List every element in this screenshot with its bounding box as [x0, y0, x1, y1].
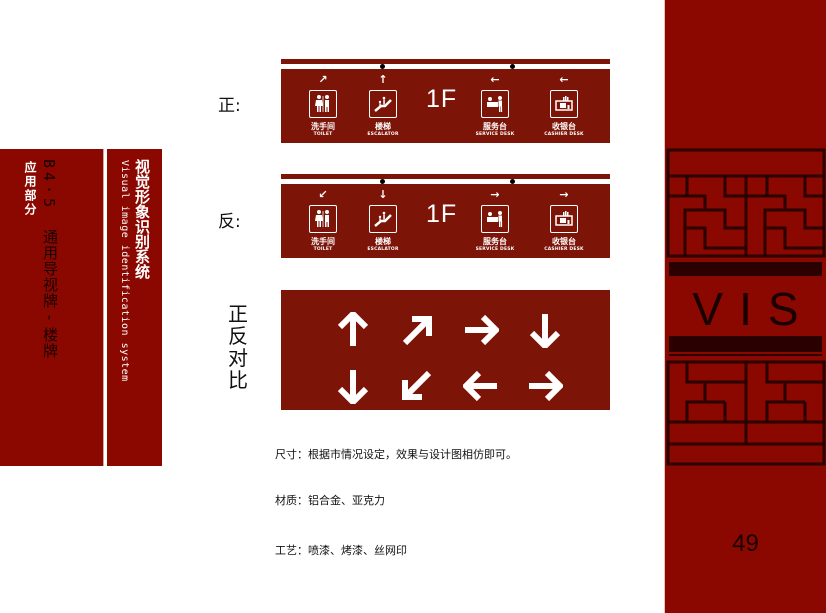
arrow-down-left-icon: ↙ [318, 188, 328, 201]
page-number: 49 [732, 530, 759, 557]
section-title: 通用导视牌 - 楼牌 [41, 229, 59, 359]
arrow-up-right-icon: ↗ [318, 73, 328, 86]
arrow-down-icon [321, 358, 385, 414]
front-label: 正: [218, 96, 241, 116]
back-label: 反: [218, 212, 241, 232]
dark-band [669, 336, 822, 352]
item-label-cn: 洗手间 [311, 122, 335, 131]
arrow-comparison-board [281, 290, 610, 410]
arrow-down-left-icon [385, 358, 449, 414]
sign-item-toilet: ↗ 洗手间 TOILET [291, 73, 355, 137]
system-title-en: Visual image identification system [119, 160, 130, 382]
item-label-en: ESCALATOR [367, 132, 399, 137]
item-label-en: CASHIER DESK [544, 132, 584, 137]
system-title-cn: 视觉形象识别系统 [133, 159, 151, 279]
vis-label: VIS [692, 283, 815, 335]
sign-item-escalator: ↑ 楼梯 ESCALATOR [351, 73, 415, 137]
service-desk-icon [481, 90, 509, 118]
item-label-cn: 服务台 [483, 237, 507, 246]
mount-dot [510, 179, 515, 184]
arrow-left-icon [449, 358, 513, 414]
arrow-right-icon: → [490, 188, 500, 201]
system-title-panel [107, 149, 162, 466]
arrow-left-icon: ← [559, 73, 569, 86]
sign-item-cashier-desk: ← 收银台 CASHIER DESK [532, 73, 596, 137]
sign-item-service-desk: → 服务台 SERVICE DESK [463, 188, 527, 252]
item-label-en: TOILET [313, 247, 333, 252]
lattice-pattern-top [666, 148, 826, 258]
arrow-up-icon [321, 302, 385, 358]
mount-dot [510, 64, 515, 69]
item-label-en: ESCALATOR [367, 247, 399, 252]
escalator-icon [369, 205, 397, 233]
sign-stripe [281, 64, 610, 69]
compare-label: 正反对比 [228, 302, 248, 392]
item-label-en: CASHIER DESK [544, 247, 584, 252]
section-panel: 应用部分 B4·5 通用导视牌 - 楼牌 [0, 149, 104, 466]
spec-process: 工艺：喷漆、烤漆、丝网印 [275, 544, 407, 557]
front-sign: ↗ 洗手间 TOILET ↑ 楼梯 ESCALATOR 1F ← 服务台 SER… [281, 59, 610, 143]
floor-number: 1F [426, 85, 458, 113]
sign-item-toilet: ↙ 洗手间 TOILET [291, 188, 355, 252]
item-label-cn: 收银台 [552, 237, 576, 246]
sign-stripe [281, 179, 610, 184]
toilet-icon [309, 90, 337, 118]
spec-size: 尺寸：根据市情况设定，效果与设计图相仿即可。 [275, 448, 517, 461]
mount-dot [380, 179, 385, 184]
floor-number: 1F [426, 200, 458, 228]
arrow-down-icon [513, 302, 577, 358]
item-label-cn: 洗手间 [311, 237, 335, 246]
cashier-desk-icon [550, 90, 578, 118]
item-label-cn: 楼梯 [375, 122, 391, 131]
arrow-up-right-icon [385, 302, 449, 358]
cashier-desk-icon [550, 205, 578, 233]
arrow-right-icon [449, 302, 513, 358]
sign-item-service-desk: ← 服务台 SERVICE DESK [463, 73, 527, 137]
dark-band [669, 262, 822, 276]
thin-band [669, 354, 822, 356]
back-sign: ↙ 洗手间 TOILET ↓ 楼梯 ESCALATOR 1F → 服务台 SER… [281, 174, 610, 258]
right-decor-column: VIS 49 [664, 0, 826, 613]
arrow-left-icon: ← [490, 73, 500, 86]
arrow-down-icon: ↓ [378, 188, 388, 201]
service-desk-icon [481, 205, 509, 233]
sign-item-cashier-desk: → 收银台 CASHIER DESK [532, 188, 596, 252]
item-label-cn: 收银台 [552, 122, 576, 131]
mount-dot [380, 64, 385, 69]
section-number: B4·5 [40, 159, 58, 212]
item-label-cn: 服务台 [483, 122, 507, 131]
section-category: 应用部分 [23, 161, 37, 217]
arrow-up-icon: ↑ [378, 73, 388, 86]
toilet-icon [309, 205, 337, 233]
item-label-cn: 楼梯 [375, 237, 391, 246]
item-label-en: TOILET [313, 132, 333, 137]
item-label-en: SERVICE DESK [475, 247, 515, 252]
item-label-en: SERVICE DESK [475, 132, 515, 137]
arrow-right-icon: → [559, 188, 569, 201]
arrow-right-icon [513, 358, 577, 414]
escalator-icon [369, 90, 397, 118]
sign-item-escalator: ↓ 楼梯 ESCALATOR [351, 188, 415, 252]
spec-material: 材质：铝合金、亚克力 [275, 494, 385, 507]
lattice-pattern-bottom [666, 360, 826, 466]
